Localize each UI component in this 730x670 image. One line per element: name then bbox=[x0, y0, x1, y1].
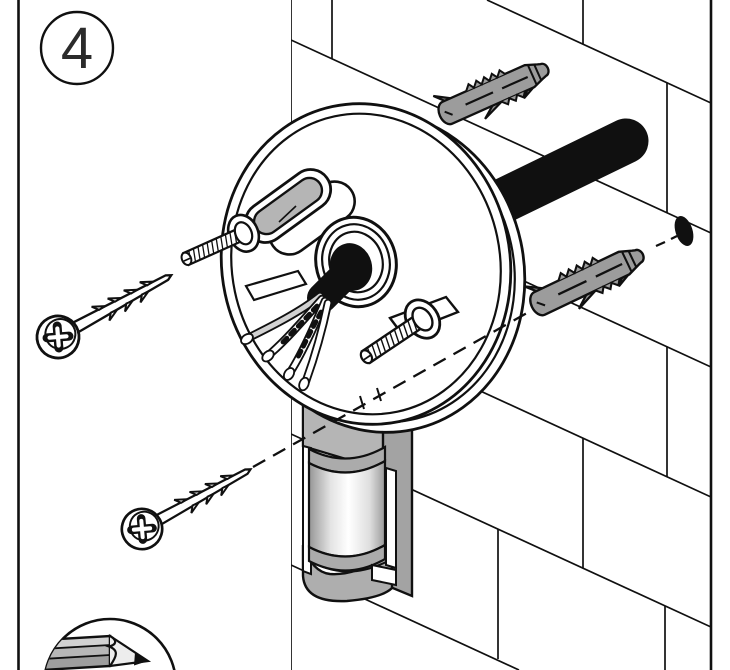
drilled-hole bbox=[674, 216, 694, 246]
bracket-notch bbox=[371, 563, 397, 587]
wire-tips bbox=[240, 332, 310, 392]
plug-alignment-dashes bbox=[655, 234, 678, 248]
pencil-detail-inset bbox=[44, 617, 176, 670]
step-number: 4 bbox=[61, 16, 93, 81]
oval-adjustment-slot bbox=[243, 168, 356, 256]
plate-step-wedge bbox=[244, 269, 308, 302]
pencil-icon bbox=[44, 633, 152, 670]
step-badge: 4 bbox=[39, 10, 115, 86]
connection-wires bbox=[240, 291, 333, 392]
bracket-slot bbox=[385, 466, 397, 570]
alignment-dashed-line bbox=[252, 311, 528, 469]
plate-front-face-inner bbox=[230, 112, 502, 416]
bracket-cylinder bbox=[307, 445, 387, 572]
electrical-cable bbox=[307, 252, 368, 313]
